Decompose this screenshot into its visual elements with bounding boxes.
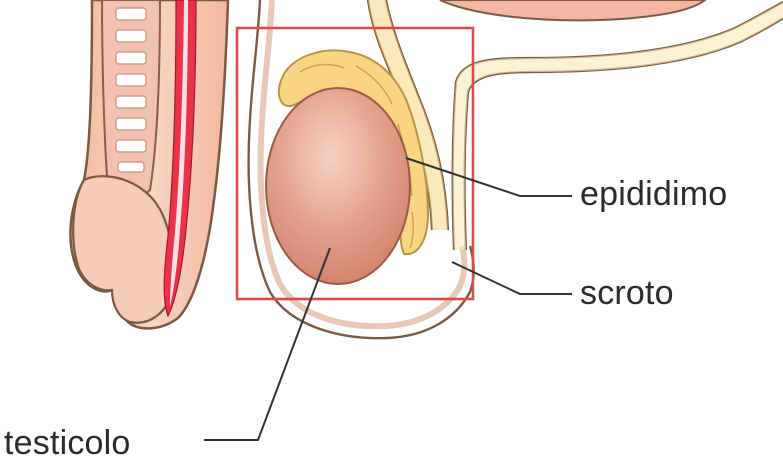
label-scroto: scroto — [580, 276, 674, 310]
penis-shape — [70, 0, 228, 328]
testicle-shape — [266, 88, 410, 284]
label-testicolo: testicolo — [4, 426, 131, 460]
bladder-edge — [440, 0, 705, 20]
label-epididimo: epididimo — [580, 177, 727, 211]
